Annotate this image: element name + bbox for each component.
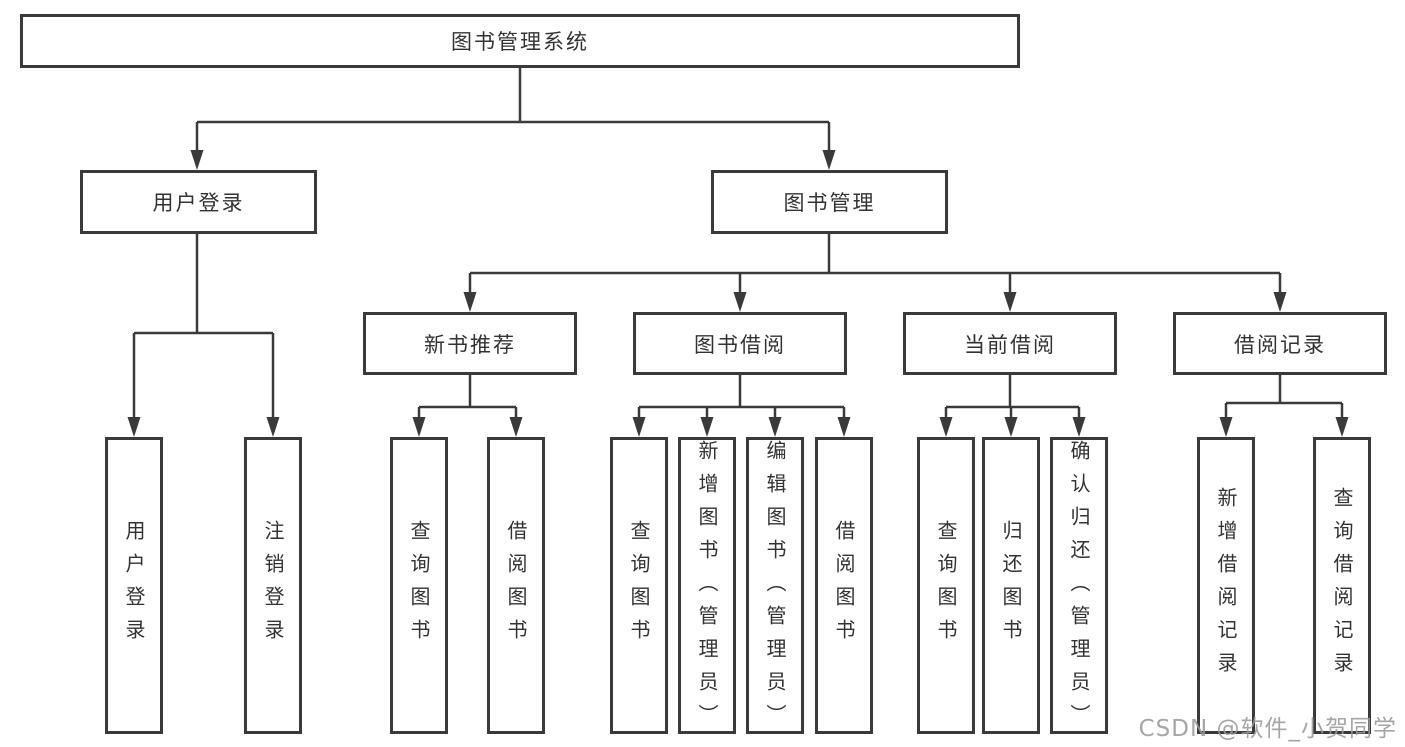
node-book-borrowing: 图书借阅: [633, 312, 847, 375]
node-borrowing-records: 借阅记录: [1173, 312, 1387, 375]
node-current-borrowing: 当前借阅: [903, 312, 1117, 375]
leaf-query-books-recommend-label: 查询图书: [407, 519, 431, 652]
node-user-login-group-label: 用户登录: [152, 191, 245, 215]
leaf-edit-book-admin-label: 编辑图书（管理员）: [763, 440, 787, 737]
node-borrowing-records-label: 借阅记录: [1234, 332, 1326, 357]
leaf-borrow-books-borrowing: 借阅图书: [815, 437, 873, 734]
leaf-return-book-label: 归还图书: [999, 519, 1023, 652]
node-user-login-group: 用户登录: [80, 170, 317, 234]
node-book-management-label: 图书管理: [783, 191, 876, 215]
node-root-system-label: 图书管理系统: [451, 30, 589, 54]
leaf-edit-book-admin: 编辑图书（管理员）: [746, 437, 804, 737]
node-book-borrowing-label: 图书借阅: [694, 332, 786, 357]
leaf-user-login-label: 用户登录: [122, 519, 146, 652]
node-book-management: 图书管理: [711, 170, 948, 234]
leaf-query-borrow-record-label: 查询借阅记录: [1330, 486, 1354, 685]
leaf-logout-label: 注销登录: [261, 519, 285, 652]
leaf-add-book-admin-label: 新增图书（管理员）: [695, 440, 719, 737]
node-current-borrowing-label: 当前借阅: [964, 332, 1056, 357]
leaf-add-book-admin: 新增图书（管理员）: [678, 437, 736, 737]
node-new-book-recommendation-label: 新书推荐: [424, 332, 516, 357]
arrowheads: [127, 150, 1349, 437]
leaf-confirm-return-admin: 确认归还（管理员）: [1050, 437, 1108, 737]
leaf-query-books-current: 查询图书: [917, 437, 975, 734]
leaf-logout: 注销登录: [244, 437, 302, 734]
leaf-query-books-recommend: 查询图书: [390, 437, 448, 734]
node-new-book-recommendation: 新书推荐: [363, 312, 577, 375]
leaf-add-borrow-record: 新增借阅记录: [1197, 437, 1255, 734]
leaf-user-login: 用户登录: [105, 437, 163, 734]
leaf-borrow-books-recommend: 借阅图书: [487, 437, 545, 734]
leaf-return-book: 归还图书: [982, 437, 1040, 734]
leaf-borrow-books-recommend-label: 借阅图书: [504, 519, 528, 652]
node-root-system: 图书管理系统: [20, 14, 1020, 68]
leaf-add-borrow-record-label: 新增借阅记录: [1214, 486, 1238, 685]
leaf-query-borrow-record: 查询借阅记录: [1313, 437, 1371, 734]
leaf-query-books-current-label: 查询图书: [934, 519, 958, 652]
leaf-query-books-borrowing: 查询图书: [610, 437, 668, 734]
leaf-query-books-borrowing-label: 查询图书: [627, 519, 651, 652]
leaf-borrow-books-borrowing-label: 借阅图书: [832, 519, 856, 652]
leaf-confirm-return-admin-label: 确认归还（管理员）: [1067, 440, 1091, 737]
